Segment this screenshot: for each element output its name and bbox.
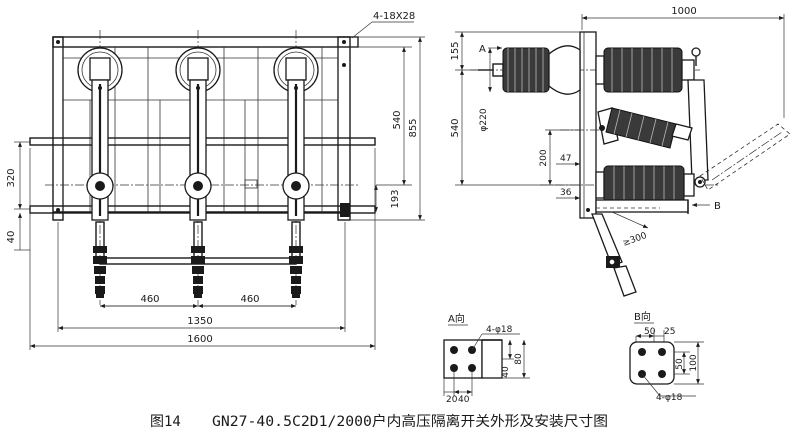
view-b-holes: 4-φ18 — [656, 393, 683, 403]
view-label-a: A — [479, 44, 486, 55]
dim-47: 47 — [560, 154, 571, 164]
pole-2 — [175, 47, 221, 298]
view-b-dim-50v: 50 — [675, 358, 685, 370]
view-a-dim-80: 80 — [514, 353, 524, 365]
dim-193: 193 — [390, 189, 401, 208]
terminal-pad-b — [629, 341, 675, 385]
dim-320: 320 — [6, 168, 17, 187]
pole-3 — [273, 47, 319, 298]
lower-insulator — [595, 165, 695, 205]
caption: 图14 GN27-40.5C2D1/2000户内高压隔离开关外形及安装尺寸图 — [150, 413, 608, 430]
dim-460-left: 460 — [140, 294, 159, 305]
view-b-dim-25: 25 — [664, 327, 675, 337]
front-dimensions: 4-18X28 540 855 193 320 40 4 — [6, 11, 425, 350]
view-a: A向 4-φ18 40 80 20 40 — [443, 312, 530, 405]
dim-540-side: 540 — [450, 118, 461, 137]
dim-855: 855 — [408, 118, 419, 137]
operating-handle — [591, 213, 637, 297]
terminal-pad-a — [443, 339, 483, 379]
dim-1600: 1600 — [187, 334, 212, 345]
view-b-dim-100: 100 — [689, 354, 699, 371]
front-view: 4-18X28 540 855 193 320 40 4 — [6, 11, 425, 350]
left-post — [52, 36, 64, 221]
dim-540-front: 540 — [392, 110, 403, 129]
dim-36: 36 — [560, 188, 572, 198]
dim-1000: 1000 — [671, 6, 696, 17]
dim-1350: 1350 — [187, 316, 212, 327]
figure-number: 图14 — [150, 414, 181, 430]
dim-holes-label: 4-18X28 — [373, 11, 415, 22]
view-b: B向 50 25 50 100 4-φ18 — [629, 310, 704, 403]
view-a-dim-40v: 40 — [501, 366, 511, 378]
blade-closed — [687, 79, 709, 181]
blade-open — [699, 123, 791, 191]
diagonal-insulator — [597, 107, 693, 149]
dim-phi220: φ220 — [479, 108, 489, 131]
dim-155: 155 — [450, 41, 461, 60]
view-b-title: B向 — [634, 310, 651, 323]
dim-40: 40 — [6, 231, 17, 244]
dim-460-right: 460 — [240, 294, 259, 305]
figure-title: GN27-40.5C2D1/2000户内高压隔离开关外形及安装尺寸图 — [212, 413, 608, 430]
dim-200: 200 — [539, 149, 549, 166]
upper-insulator — [478, 45, 701, 95]
side-view: 1000 155 A 540 φ220 200 47 — [450, 6, 791, 297]
view-b-dim-50: 50 — [644, 327, 656, 337]
view-a-dim-40h: 40 — [458, 395, 470, 405]
mounting-plate — [579, 31, 597, 219]
pole-1 — [77, 47, 123, 298]
view-a-title: A向 — [448, 312, 465, 325]
view-label-b: B — [714, 201, 721, 212]
dim-300: ≥300 — [622, 231, 649, 249]
view-a-holes: 4-φ18 — [486, 325, 513, 335]
view-a-dim-20: 20 — [446, 395, 458, 405]
top-rail — [52, 36, 359, 48]
